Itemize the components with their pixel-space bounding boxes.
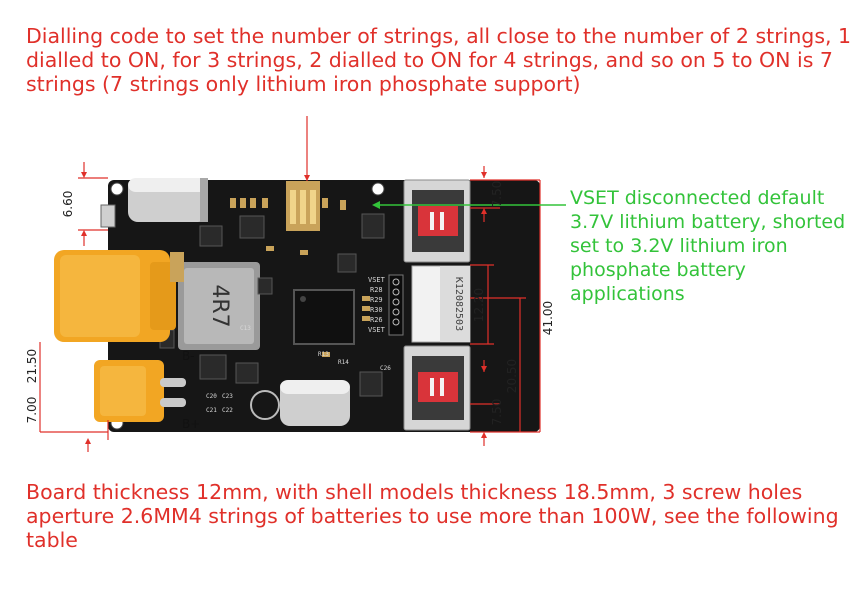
dim-20-50: 20.50 (505, 359, 519, 393)
capacitor-bottom (250, 380, 350, 426)
screw-hole (371, 182, 385, 196)
pin-label: VSET (368, 326, 386, 334)
pin-label: R26 (370, 316, 383, 324)
main-chip (293, 289, 355, 345)
pin-label: VSET (368, 276, 386, 284)
dimension-lines (39, 116, 541, 452)
dimension-arrows (81, 172, 487, 444)
pin-label: R28 (370, 286, 383, 294)
dip-switch (286, 181, 320, 231)
capacitor-top (128, 178, 208, 222)
pin-label: R30 (370, 306, 383, 314)
dim-7-00: 7.00 (25, 397, 39, 424)
vset-note: VSET disconnected default 3.7V lithium b… (570, 187, 846, 305)
usb-port-top (403, 179, 471, 263)
inductor: 4R7 (178, 262, 260, 350)
dim-21-50: 21.50 (25, 349, 39, 383)
dim-12-20: 12.20 (472, 288, 486, 322)
silk-label: C20 (206, 393, 217, 400)
xt60-connector (54, 250, 184, 342)
silk-label: C22 (222, 407, 233, 414)
vset-pointer-arrow (372, 201, 380, 209)
dim-6-60: 6.60 (61, 191, 75, 218)
silkscreen-labels: C13 C20 C21 C22 C23 C26 R13 R14 (206, 325, 391, 414)
pin-label: R29 (370, 296, 383, 304)
terminal-minus-label: B- (182, 349, 195, 363)
inductor-label: 4R7 (207, 284, 232, 327)
usb-port-bottom (403, 345, 471, 431)
silk-label: C23 (222, 393, 233, 400)
pin-labels: VSET R28 R29 R30 R26 VSET (368, 276, 386, 334)
silk-label: C13 (240, 325, 251, 332)
silk-label: C26 (380, 365, 391, 372)
dim-7-50-top: 7.50 (490, 181, 504, 208)
dim-7-50-bottom: 7.50 (490, 399, 504, 426)
dim-41-00: 41.00 (541, 301, 555, 335)
xt30-connector (94, 360, 186, 422)
top-caption: Dialling code to set the number of strin… (26, 24, 852, 96)
side-switch (100, 204, 116, 228)
silk-label: C21 (206, 407, 217, 414)
bottom-caption: Board thickness 12mm, with shell models … (26, 480, 839, 552)
silk-label: R14 (338, 359, 349, 366)
pin-header (388, 274, 404, 336)
terminal-plus-label: B+ (182, 417, 200, 431)
smd-resistors (230, 198, 370, 357)
screw-hole (110, 182, 124, 196)
ic-label: K12082503 (453, 277, 464, 331)
middle-connector: K12082503 (411, 265, 471, 343)
silk-label: R13 (318, 351, 329, 358)
